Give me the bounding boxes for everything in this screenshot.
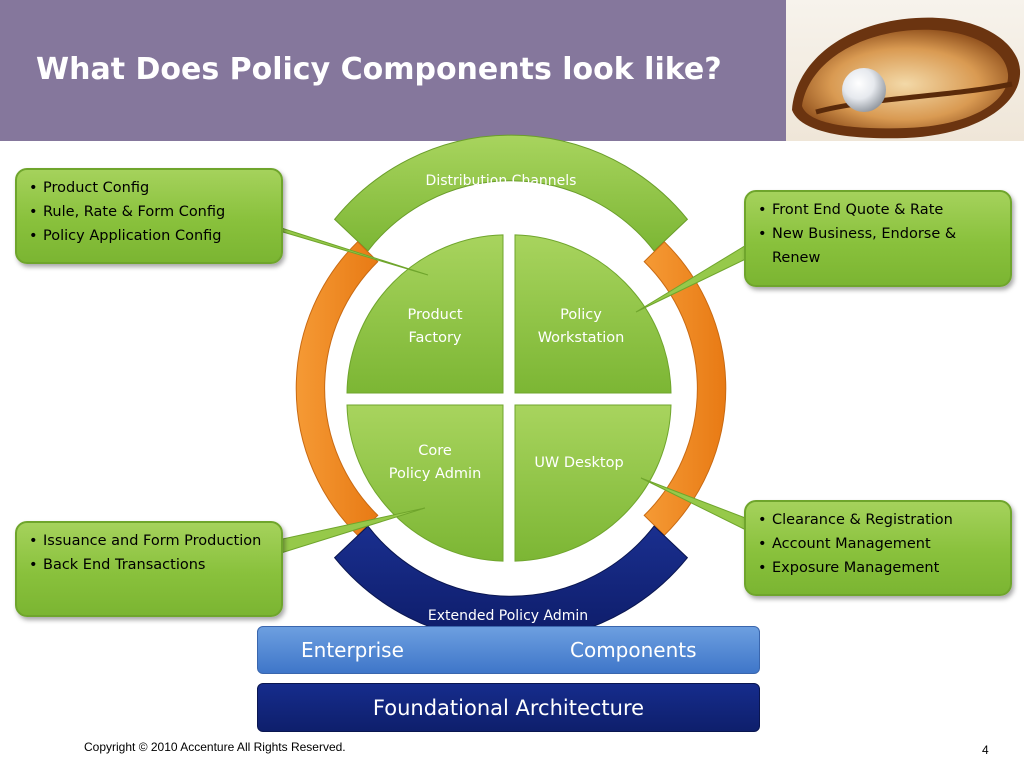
components-label: Components (570, 638, 697, 662)
uw-desktop-quadrant (514, 404, 672, 562)
policy-workstation-quadrant (514, 234, 672, 394)
distribution-channels-label: Distribution Channels (426, 173, 577, 189)
callout-item: Policy Application Config (29, 224, 271, 248)
uw-desktop-label: UW Desktop (534, 455, 623, 471)
callout-item: Exposure Management (758, 556, 1000, 580)
callout-item: Front End Quote & Rate (758, 198, 1000, 222)
policy-workstation-label-line1: Policy (560, 307, 602, 323)
core-policy-admin-label-line2: Policy Admin (389, 466, 482, 482)
core-policy-admin-quadrant (346, 404, 504, 562)
callout-policy-workstation: Front End Quote & Rate New Business, End… (744, 190, 1012, 287)
callout-item: Account Management (758, 532, 1000, 556)
callout-product-factory: Product Config Rule, Rate & Form Config … (15, 168, 283, 264)
page-title: What Does Policy Components look like? (36, 52, 722, 87)
distribution-channels-arc (333, 134, 689, 252)
header-band: What Does Policy Components look like? (0, 0, 786, 141)
page-number: 4 (982, 743, 989, 757)
extended-policy-admin-arc (333, 525, 689, 643)
callout-item: New Business, Endorse & Renew (758, 222, 1000, 270)
policy-workstation-label-line2: Workstation (538, 330, 625, 346)
callout-item: Product Config (29, 176, 271, 200)
enterprise-label: Enterprise (301, 638, 404, 662)
product-factory-quadrant (346, 234, 504, 394)
callout-core-policy-admin: Issuance and Form Production Back End Tr… (15, 521, 283, 617)
callout-item: Issuance and Form Production (29, 529, 271, 553)
foundational-architecture-bar: Foundational Architecture (257, 683, 760, 732)
callout-item: Back End Transactions (29, 553, 271, 577)
foundational-architecture-label: Foundational Architecture (372, 696, 645, 720)
product-factory-label-line1: Product (407, 307, 462, 323)
core-policy-admin-label-line1: Core (418, 443, 452, 459)
pearl-oyster-image (786, 0, 1024, 141)
enterprise-components-bar: Enterprise Components (257, 626, 760, 674)
callout-item: Rule, Rate & Form Config (29, 200, 271, 224)
copyright-text: Copyright © 2010 Accenture All Rights Re… (84, 740, 346, 754)
integration-label: Integration (730, 352, 750, 433)
extended-policy-admin-label: Extended Policy Admin (428, 608, 588, 624)
callout-item: Clearance & Registration (758, 508, 1000, 532)
product-factory-label-line2: Factory (409, 330, 462, 346)
callout-uw-desktop: Clearance & Registration Account Managem… (744, 500, 1012, 596)
